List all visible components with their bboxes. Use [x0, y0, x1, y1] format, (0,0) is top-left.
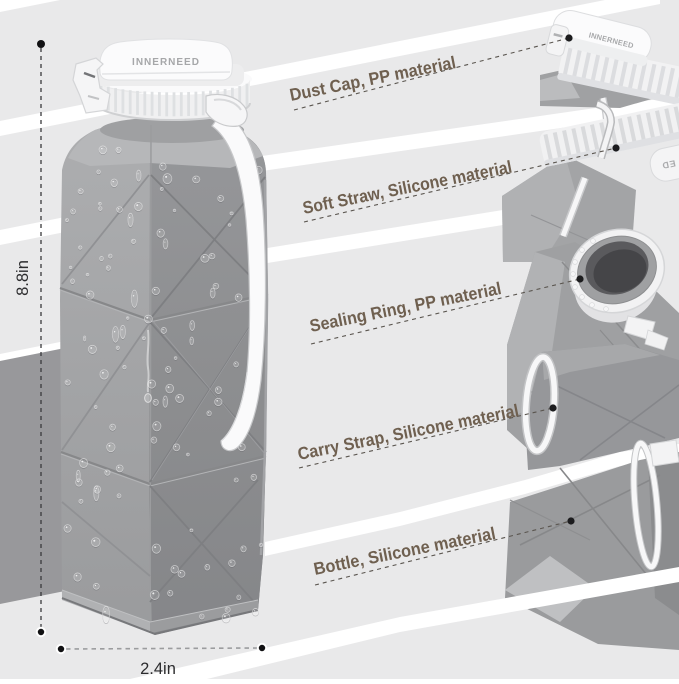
svg-text:INNERNEED: INNERNEED — [132, 57, 200, 68]
svg-text:8.8in: 8.8in — [14, 260, 32, 296]
svg-text:ED: ED — [661, 158, 677, 171]
svg-text:2.4in: 2.4in — [140, 660, 176, 678]
